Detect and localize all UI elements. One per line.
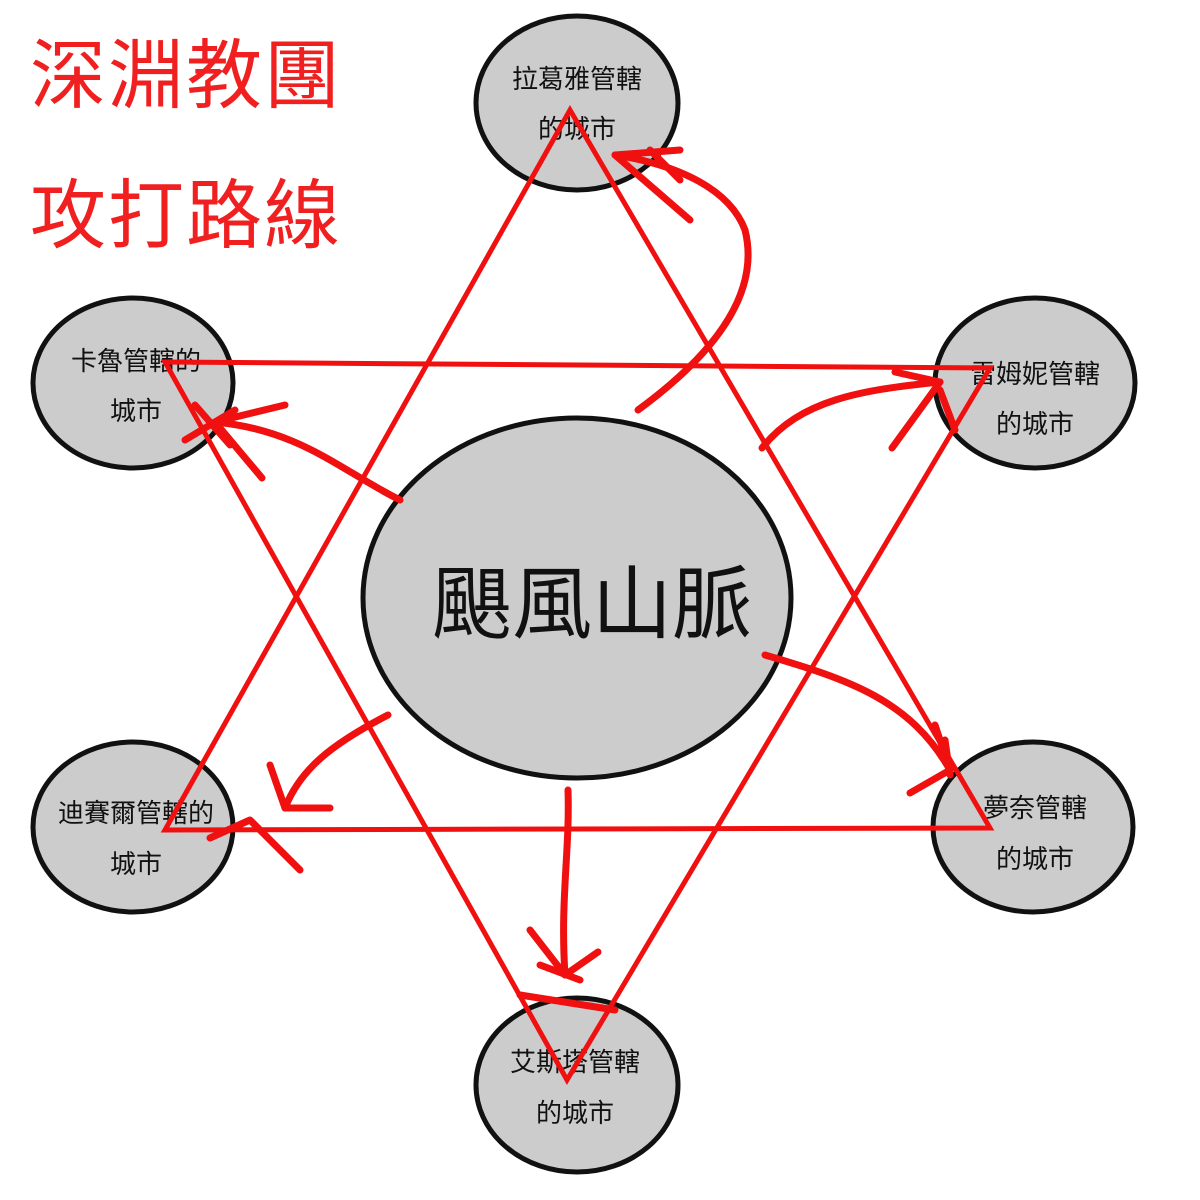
city-node-kalu xyxy=(30,295,236,471)
arrow-to-disaier xyxy=(206,711,392,874)
city-label: 雷姆妮管轄 xyxy=(970,360,1100,390)
downward-triangle xyxy=(160,359,995,1086)
city-node-aisita xyxy=(473,995,681,1175)
arrow-to-mengnai xyxy=(761,651,954,797)
title-line-2: 攻打路線 xyxy=(30,171,342,260)
city-label: 迪賽爾管轄的 xyxy=(58,799,214,829)
city-label: 城市 xyxy=(110,850,162,880)
arrow-to-aisita xyxy=(516,786,619,1014)
city-node-lagaya xyxy=(473,13,681,193)
center-node xyxy=(360,415,794,781)
city-label: 的城市 xyxy=(996,410,1074,440)
city-label: 的城市 xyxy=(996,845,1074,875)
center-label: 颶風山脈 xyxy=(432,558,752,651)
city-label: 拉葛雅管轄 xyxy=(512,65,642,95)
city-label: 的城市 xyxy=(536,1099,614,1129)
title-line-1: 深淵教團 xyxy=(30,31,342,120)
city-label: 城市 xyxy=(110,397,162,427)
city-label: 夢奈管轄 xyxy=(983,794,1087,824)
arrow-to-leimuni xyxy=(758,368,959,452)
arrow-to-kalu xyxy=(181,401,404,504)
arrow-to-lagaya xyxy=(611,146,752,414)
upward-triangle xyxy=(160,104,995,833)
